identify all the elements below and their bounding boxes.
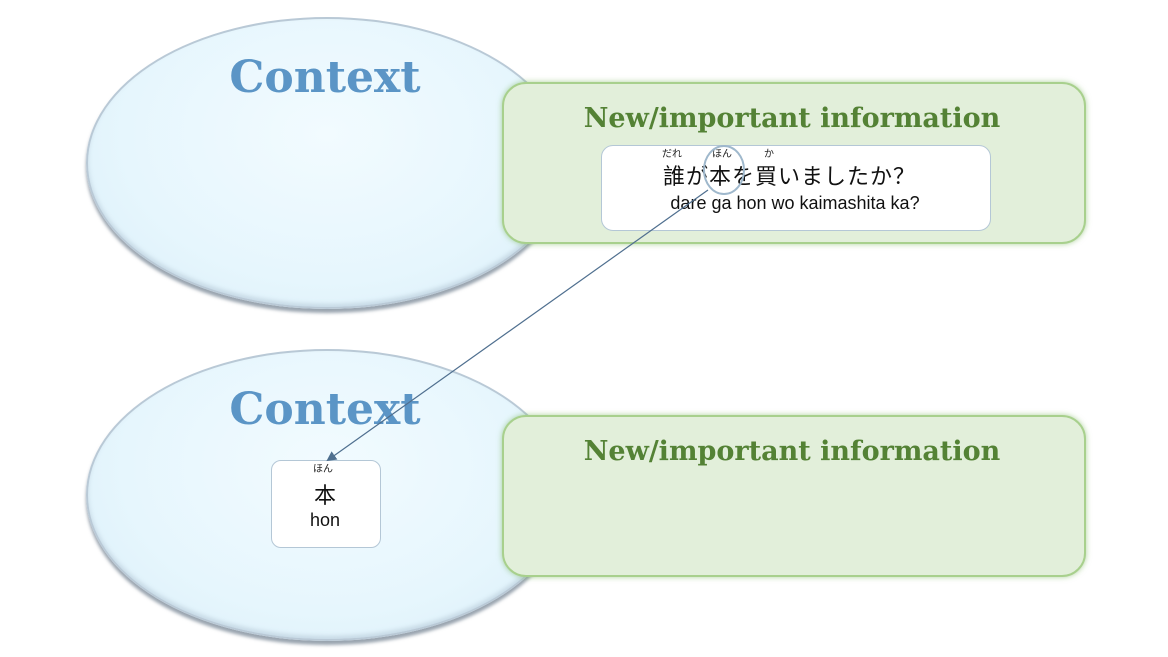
hon-kanji: 本 [313,484,336,509]
new-info-label-bottom: New/important information [583,436,1001,467]
new-info-label-top: New/important information [583,103,1001,134]
hon-romaji: hon [309,510,341,530]
romaji-question: dare ga hon wo kaimashita ka? [670,193,920,213]
furigana-dare: だれ [662,149,682,160]
furigana-ka: か [764,149,774,160]
japanese-question: 誰が本を買いましたか？ [663,165,917,190]
context-label-bottom: Context [229,384,421,435]
furigana-hon-bottom: ほん [313,464,333,475]
hon-word-box [271,460,381,548]
context-label-top: Context [229,52,421,103]
